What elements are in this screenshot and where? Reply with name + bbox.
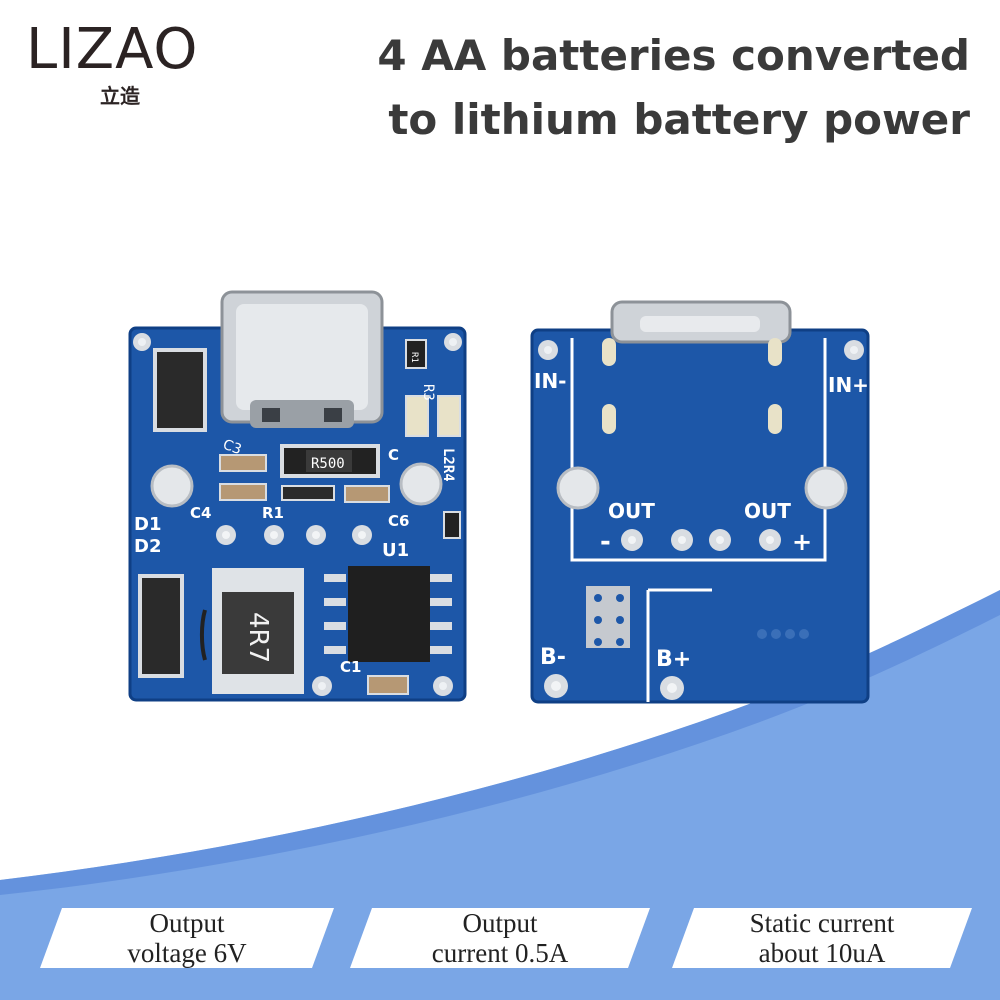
silk-u1: U1 (382, 540, 409, 561)
ic-chip (324, 566, 452, 662)
spec-1-line-2: voltage 6V (127, 938, 247, 968)
brand-name: LIZAO (26, 17, 199, 82)
silk-c3: C3 (221, 437, 244, 458)
brand-subtitle: 立造 (100, 84, 140, 108)
silk-in-plus: IN+ (828, 373, 869, 397)
spec-output-voltage: Output voltage 6V (62, 908, 312, 968)
spec-label-shape-2 (350, 908, 650, 968)
back-board: IN- IN+ OUT OUT - + B- B+ (530, 300, 870, 704)
headline-line-1: 4 AA batteries converted (377, 31, 970, 80)
silk-inductor: 4R7 (243, 612, 273, 663)
spec-static-current: Static current about 10uA (694, 908, 950, 968)
silk-r3: R3 (420, 384, 436, 401)
inductor (199, 568, 304, 694)
spec-label-shape-3 (672, 908, 972, 968)
silk-d2: D2 (134, 536, 161, 557)
silk-r1b: R1 (409, 352, 419, 363)
spec-1-line-1: Output (149, 908, 225, 938)
silk-r500: R500 (311, 456, 345, 472)
silk-minus: - (600, 527, 611, 557)
front-board: R3 R500 C3 C4 R1 C6 U1 D1 D2 C1 C L2R4 4… (128, 290, 467, 702)
silk-d1: D1 (134, 514, 161, 535)
silk-c: C (388, 446, 399, 464)
silk-plus: + (792, 528, 812, 556)
silk-r1: R1 (262, 504, 284, 522)
silk-out-left: OUT (608, 499, 655, 523)
silk-b-minus: B- (540, 645, 566, 670)
spec-label-shape-1 (40, 908, 334, 968)
usb-c-connector-front (220, 290, 384, 428)
silk-c4: C4 (190, 504, 211, 522)
usb-c-connector-back (610, 300, 792, 344)
spec-3-line-2: about 10uA (758, 938, 886, 968)
silk-c6: C6 (388, 512, 409, 530)
brand-logo: LIZAO 立造 (26, 18, 226, 109)
silk-c1: C1 (340, 658, 361, 676)
headline-line-2: to lithium battery power (388, 95, 970, 144)
silk-out-right: OUT (744, 499, 791, 523)
spec-3-line-1: Static current (749, 908, 895, 938)
spec-2-line-2: current 0.5A (431, 938, 569, 968)
headline: 4 AA batteries converted to lithium batt… (330, 24, 970, 152)
silk-in-minus: IN- (534, 369, 566, 393)
spec-output-current: Output current 0.5A (372, 908, 628, 968)
spec-2-line-1: Output (462, 908, 538, 938)
silk-l2r4: L2R4 (440, 448, 456, 482)
silk-b-plus: B+ (656, 647, 691, 672)
